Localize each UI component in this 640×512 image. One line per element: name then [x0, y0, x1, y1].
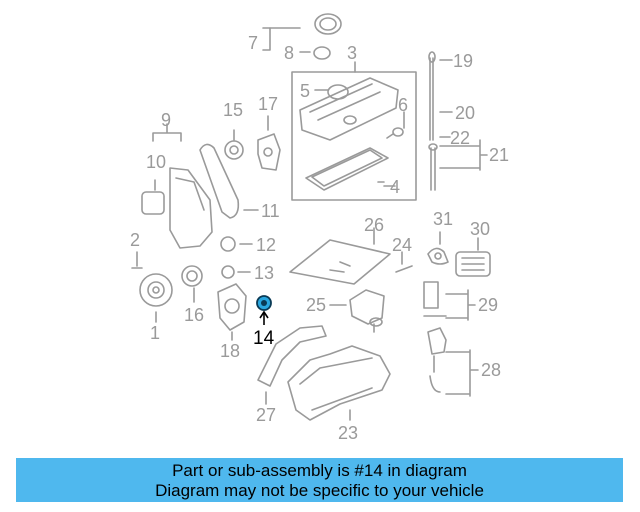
- caption-banner: Part or sub-assembly is #14 in diagram D…: [16, 458, 623, 502]
- callout-2: 2: [130, 230, 141, 250]
- caption-line-1: Part or sub-assembly is #14 in diagram: [172, 461, 467, 480]
- highlighted-part-14: [256, 295, 272, 325]
- callout-8: 8: [284, 43, 295, 63]
- callout-10: 10: [146, 152, 167, 172]
- callout-27: 27: [256, 405, 277, 425]
- callout-17: 17: [258, 94, 279, 114]
- callout-25: 25: [306, 295, 327, 315]
- callout-26: 26: [364, 215, 385, 235]
- callout-30: 30: [470, 219, 491, 239]
- callout-14: 14: [253, 328, 275, 349]
- callout-4: 4: [390, 177, 401, 197]
- callout-16: 16: [184, 305, 205, 325]
- callout-9: 9: [161, 110, 172, 130]
- callout-5: 5: [300, 81, 311, 101]
- callout-29: 29: [478, 295, 499, 315]
- callout-6: 6: [398, 95, 409, 115]
- caption-line-2: Diagram may not be specific to your vehi…: [155, 481, 484, 500]
- callout-13: 13: [254, 263, 275, 283]
- callout-1: 1: [150, 323, 161, 343]
- callout-19: 19: [453, 51, 474, 71]
- callout-21: 21: [489, 145, 510, 165]
- callout-3: 3: [347, 43, 358, 63]
- callout-28: 28: [481, 360, 502, 380]
- callout-23: 23: [338, 423, 359, 443]
- parts-diagram: [131, 13, 491, 421]
- callout-11: 11: [261, 201, 280, 221]
- callout-24: 24: [392, 235, 413, 255]
- callout-18: 18: [220, 341, 241, 361]
- callout-7: 7: [248, 33, 259, 53]
- callout-22: 22: [450, 128, 471, 148]
- callout-15: 15: [223, 100, 244, 120]
- callout-31: 31: [433, 209, 454, 229]
- callout-20: 20: [455, 103, 476, 123]
- callout-12: 12: [256, 235, 277, 255]
